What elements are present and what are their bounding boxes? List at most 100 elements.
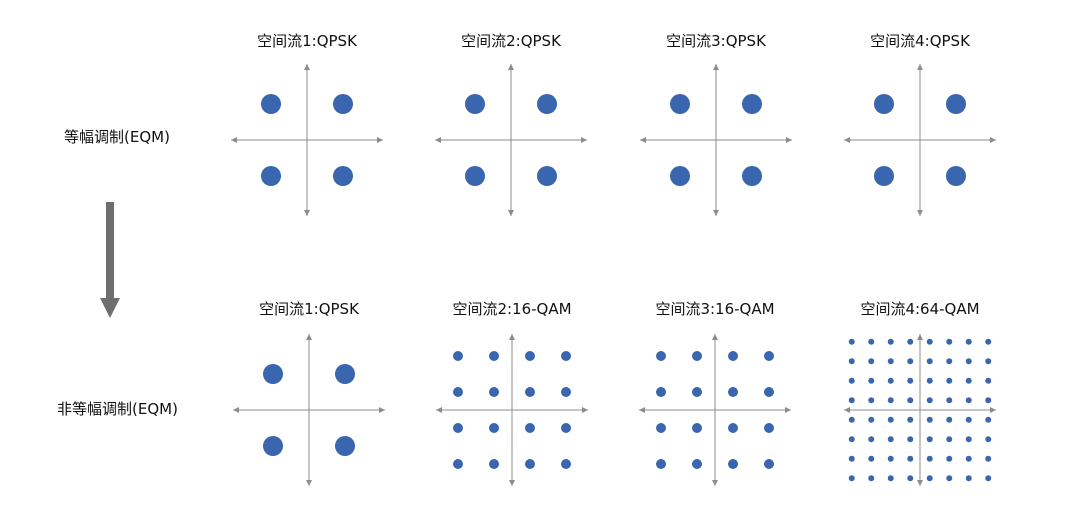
constellation-point <box>333 94 353 114</box>
constellation-point <box>453 423 463 433</box>
constellation-point <box>985 358 992 365</box>
panel-eqm-stream-3: 空间流3:QPSK <box>636 30 796 230</box>
constellation-point <box>656 459 666 469</box>
constellation-point <box>907 377 914 384</box>
constellation-point <box>946 358 953 365</box>
arrowhead-right <box>582 407 588 413</box>
constellation-point <box>848 338 855 345</box>
arrowhead-up <box>917 64 923 70</box>
arrowhead-left <box>639 407 645 413</box>
arrowhead-down <box>508 210 514 216</box>
constellation-plot <box>233 334 385 486</box>
constellation-point <box>848 416 855 423</box>
arrowhead-left <box>844 407 850 413</box>
constellation-point <box>764 423 774 433</box>
panel-title: 空间流3:QPSK <box>666 32 766 50</box>
arrowhead-up <box>713 64 719 70</box>
constellation-point <box>868 338 875 345</box>
constellation-point <box>887 455 894 462</box>
constellation-point <box>764 459 774 469</box>
constellation-point <box>985 416 992 423</box>
arrowhead-up <box>712 334 718 340</box>
constellation-point <box>985 475 992 482</box>
constellation-point <box>848 436 855 443</box>
panel-title: 空间流4:QPSK <box>870 32 970 50</box>
row-label-eqm: 等幅调制(EQM) <box>64 128 170 146</box>
constellation-point <box>335 436 355 456</box>
constellation-point <box>489 351 499 361</box>
arrowhead-right <box>786 137 792 143</box>
constellation-point <box>965 358 972 365</box>
arrowhead-down <box>509 480 515 486</box>
panel-title: 空间流1:QPSK <box>259 300 359 318</box>
arrowhead-left <box>231 137 237 143</box>
panel-non-eqm-stream-3: 空间流3:16-QAM <box>635 298 795 498</box>
constellation-point <box>965 416 972 423</box>
arrowhead-left <box>436 407 442 413</box>
constellation-point <box>946 416 953 423</box>
constellation-point <box>907 416 914 423</box>
constellation-point <box>742 166 762 186</box>
constellation-point <box>926 397 933 404</box>
arrowhead-down <box>712 480 718 486</box>
constellation-point <box>946 94 966 114</box>
constellation-point <box>926 475 933 482</box>
panel-eqm-stream-2: 空间流2:QPSK <box>431 30 591 230</box>
arrowhead-right <box>990 137 996 143</box>
constellation-point <box>489 387 499 397</box>
constellation-point <box>946 436 953 443</box>
constellation-point <box>656 351 666 361</box>
constellation-point <box>764 351 774 361</box>
constellation-point <box>848 358 855 365</box>
constellation-point <box>907 358 914 365</box>
panel-non-eqm-stream-1: 空间流1:QPSK <box>229 298 389 498</box>
constellation-point <box>985 397 992 404</box>
arrowhead-down <box>306 480 312 486</box>
constellation-point <box>453 459 463 469</box>
constellation-plot <box>639 334 791 486</box>
constellation-point <box>263 436 283 456</box>
constellation-point <box>525 423 535 433</box>
constellation-point <box>692 387 702 397</box>
constellation-point <box>887 416 894 423</box>
constellation-point <box>868 455 875 462</box>
constellation-point <box>261 166 281 186</box>
constellation-point <box>692 459 702 469</box>
constellation-point <box>261 94 281 114</box>
constellation-point <box>946 166 966 186</box>
constellation-point <box>868 416 875 423</box>
constellation-point <box>946 475 953 482</box>
constellation-point <box>656 423 666 433</box>
constellation-point <box>333 166 353 186</box>
arrowhead-up <box>509 334 515 340</box>
arrowhead-right <box>990 407 996 413</box>
down-arrow-icon <box>100 202 120 318</box>
constellation-point <box>926 436 933 443</box>
constellation-point <box>465 94 485 114</box>
arrowhead-down <box>713 210 719 216</box>
constellation-point <box>489 459 499 469</box>
constellation-point <box>848 377 855 384</box>
constellation-plot <box>436 334 588 486</box>
constellation-point <box>453 387 463 397</box>
constellation-point <box>525 387 535 397</box>
constellation-point <box>868 377 875 384</box>
constellation-point <box>946 338 953 345</box>
constellation-point <box>335 364 355 384</box>
constellation-point <box>965 377 972 384</box>
constellation-point <box>764 387 774 397</box>
arrowhead-right <box>379 407 385 413</box>
constellation-point <box>561 387 571 397</box>
arrowhead-left <box>435 137 441 143</box>
constellation-plot <box>640 64 792 216</box>
constellation-point <box>670 94 690 114</box>
constellation-point <box>453 351 463 361</box>
constellation-point <box>728 459 738 469</box>
arrowhead-up <box>304 64 310 70</box>
constellation-point <box>561 423 571 433</box>
constellation-point <box>887 377 894 384</box>
panel-title: 空间流2:16-QAM <box>452 300 572 318</box>
constellation-point <box>887 338 894 345</box>
arrowhead-right <box>377 137 383 143</box>
constellation-point <box>985 436 992 443</box>
